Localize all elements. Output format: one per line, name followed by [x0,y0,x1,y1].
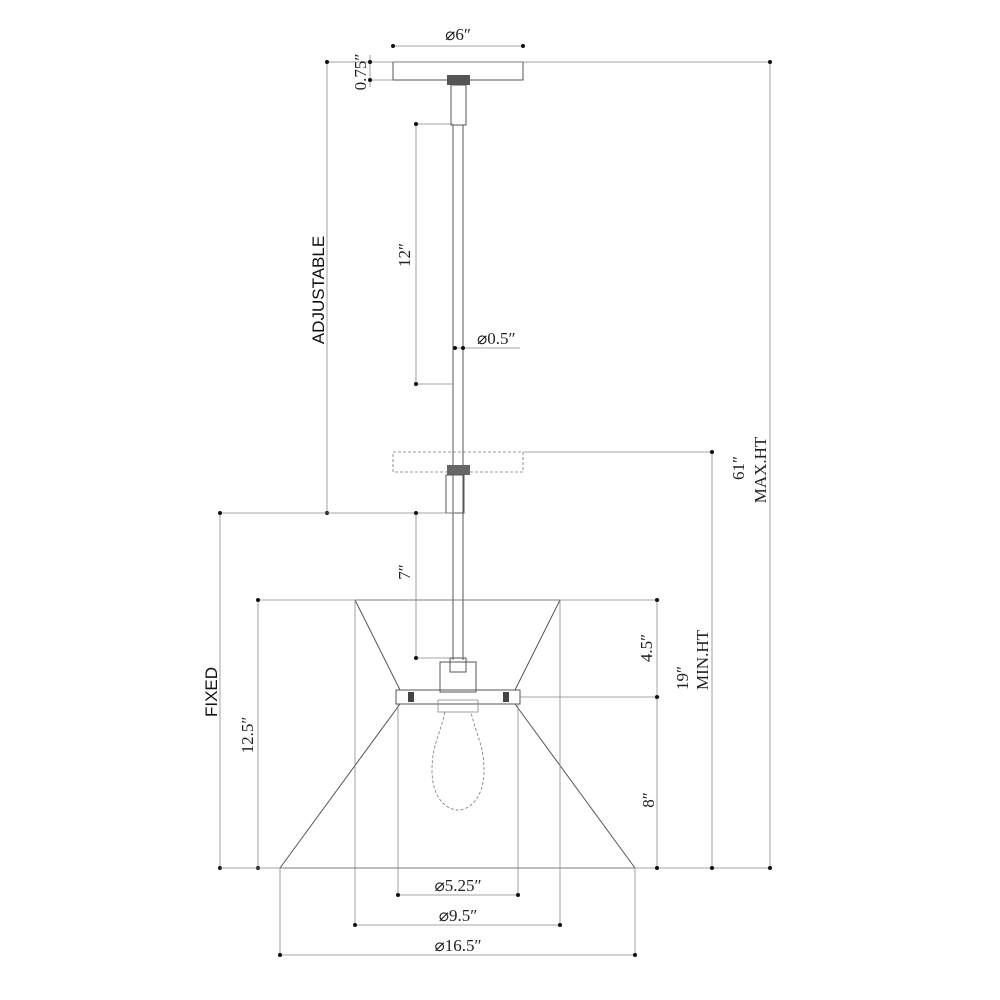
lower-canopy-position [392,451,712,514]
socket-height-label: 4.5″ [637,634,656,662]
socket-and-bulb [395,657,521,811]
min-height-caption: MIN.HT [693,629,712,690]
fixed-rod-label: 7″ [395,564,414,580]
rod-length-label: 12″ [395,243,414,267]
canopy-height-label: 0.75″ [351,54,370,91]
min-height-label: 19″ [673,666,692,690]
top-diameter-label: ⌀9.5″ [439,906,478,925]
rod-diameter-label: ⌀0.5″ [477,329,516,348]
dimension-lines [218,44,772,957]
fixed-height-label: 12.5″ [238,717,257,754]
rod [452,125,464,660]
canopy-diameter-label: ⌀6″ [445,25,471,44]
max-height-label: 61″ [729,456,748,480]
adjustable-label: ADJUSTABLE [309,236,328,344]
max-height-caption: MAX.HT [751,436,770,503]
canopy [327,61,770,126]
shade [279,599,636,955]
bottom-opening-label: ⌀5.25″ [434,876,481,895]
fixed-label: FIXED [202,667,221,717]
shade-diameter-label: ⌀16.5″ [434,936,481,955]
shade-height-label: 8″ [639,792,658,808]
